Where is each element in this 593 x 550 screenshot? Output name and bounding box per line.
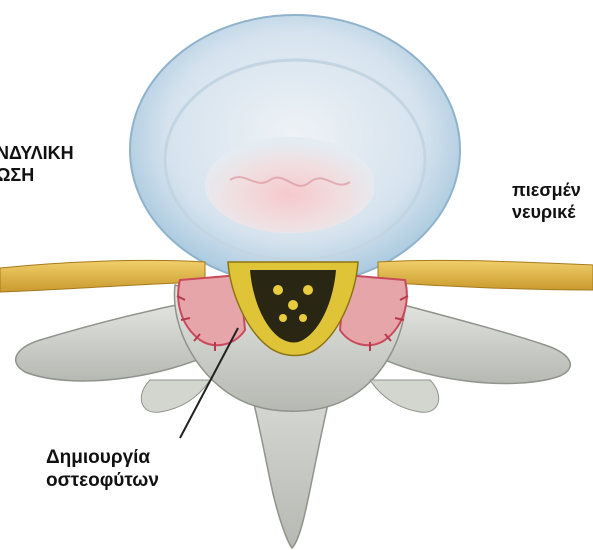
label-compressed-nerves: πιεσμέν νευρικέ — [512, 180, 581, 223]
nucleus-pulposus — [205, 137, 375, 233]
nerve-root-right — [378, 260, 593, 290]
label-compressed-nerves-line1: πιεσμέν — [512, 180, 581, 202]
facet-right — [370, 380, 439, 412]
label-osteophytes-line1: Δημιουργία — [46, 447, 159, 470]
facet-left — [141, 380, 210, 412]
label-stenosis-line1: ΝΔΥΛΙΚΗ — [0, 143, 74, 165]
label-stenosis: ΝΔΥΛΙΚΗ ΩΣΗ — [0, 143, 74, 186]
label-stenosis-line2: ΩΣΗ — [0, 165, 74, 187]
label-compressed-nerves-line2: νευρικέ — [512, 202, 581, 224]
intervertebral-disc — [130, 15, 460, 285]
label-osteophytes: Δημιουργία οστεοφύτων — [46, 447, 159, 493]
label-osteophytes-line2: οστεοφύτων — [46, 470, 159, 493]
